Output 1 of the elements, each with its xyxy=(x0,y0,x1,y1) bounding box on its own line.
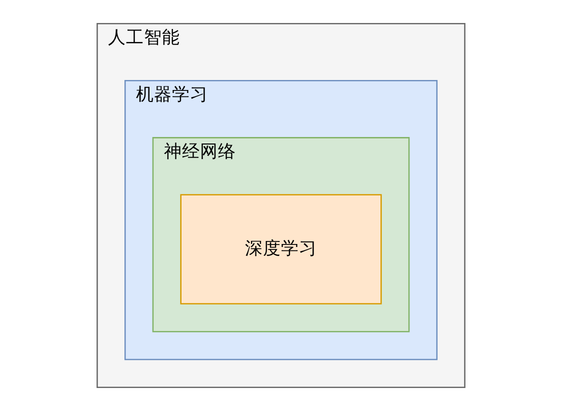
node-box: 深度学习 xyxy=(180,194,382,304)
